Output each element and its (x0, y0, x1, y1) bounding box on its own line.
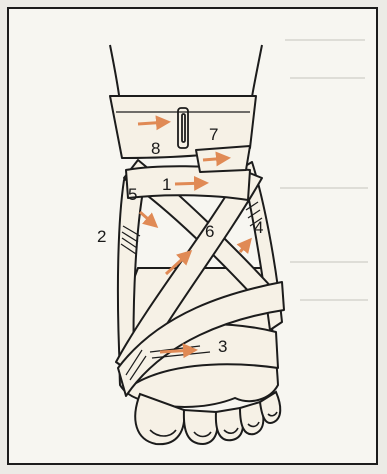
arrow-icon (175, 183, 206, 184)
arrow-icon (160, 350, 195, 352)
label-7: 7 (209, 125, 218, 144)
label-6: 6 (205, 222, 214, 241)
arrow-icon (203, 158, 228, 160)
toe-3 (216, 408, 243, 440)
arrow-icon (138, 122, 168, 124)
label-3: 3 (218, 337, 227, 356)
label-1: 1 (162, 175, 171, 194)
label-4: 4 (254, 218, 263, 237)
toe-2 (184, 410, 218, 444)
label-8: 8 (151, 139, 160, 158)
label-5: 5 (128, 185, 137, 204)
label-2: 2 (97, 227, 106, 246)
